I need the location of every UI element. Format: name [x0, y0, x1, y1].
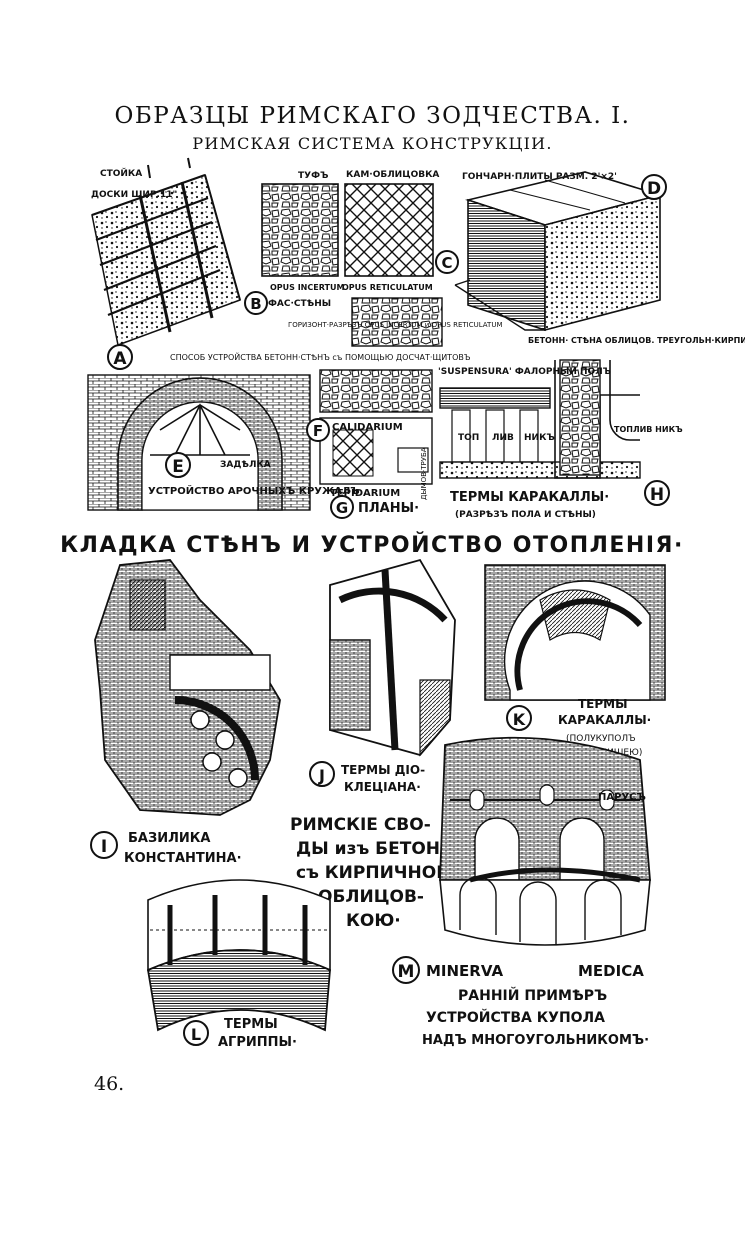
panel-a-letter: A	[113, 349, 127, 369]
panel-g-label-tepidarium: TEPIDARIUM	[330, 488, 400, 499]
panel-d-concrete-wall-drawing	[454, 171, 663, 332]
panel-f-marker	[306, 418, 330, 442]
panel-c-label-reticulatum: OPUS RETICULATUM	[342, 283, 433, 292]
panel-c-letter: C	[441, 254, 452, 272]
panel-m-label-minerva: MINERVA	[426, 962, 503, 980]
panel-l-agrippa-drawing	[146, 879, 331, 1032]
panel-fg-plans-drawing	[319, 369, 433, 485]
panel-b-label-incertum: OPUS INCERTUM	[270, 283, 344, 292]
panel-j-label-2: КЛЕЦІАНА·	[344, 780, 421, 794]
panel-m-marker	[392, 956, 420, 984]
panel-h-label-furnace-3: НИКЪ	[524, 433, 555, 443]
panel-f-label-calidarium: CALIDARIUM	[332, 422, 403, 433]
panel-m-letter: M	[398, 962, 415, 982]
panel-j-diocletian-drawing	[329, 558, 456, 757]
section-heading: КЛАДКА СТѢНЪ И УСТРОЙСТВО ОТОПЛЕНІЯ·	[60, 532, 684, 558]
panel-b-marker	[244, 291, 268, 315]
panel-g-label-plans: ПЛАНЫ·	[358, 501, 419, 516]
panel-m-label-medica: MEDICA	[578, 962, 644, 980]
panel-e-label-fill: ЗАДѢЛКА	[220, 460, 271, 470]
panel-h-label-furnace-1: ТОП	[458, 433, 479, 443]
panel-m-label-pendentive: ПАРУСЪ	[598, 792, 646, 803]
page-number: 46.	[94, 1073, 125, 1095]
center-caption-line-4: ОБЛИЦОВ-	[318, 887, 424, 907]
panel-a-label-3: СПОСОБ УСТРОЙСТВА БЕТОНН·СТѢНЪ съ ПОМОЩЬ…	[170, 351, 471, 362]
panel-a-marker	[107, 344, 133, 370]
panel-k-letter: K	[513, 710, 526, 729]
panel-g-letter: G	[336, 499, 348, 517]
page-title: ОБРАЗЦЫ РИМСКАГО ЗОДЧЕСТВА. I.	[114, 103, 631, 129]
center-caption-line-5: КОЮ·	[346, 911, 401, 931]
center-caption-line-1: РИМСКІЕ СВО-	[290, 815, 431, 835]
panel-i-label-2: КОНСТАНТИНА·	[124, 851, 242, 866]
page-subtitle: РИМСКАЯ СИСТЕМА КОНСТРУКЦІИ.	[192, 134, 553, 153]
panel-g-marker	[330, 495, 354, 519]
panel-l-marker	[183, 1020, 209, 1046]
panel-c-marker	[435, 250, 459, 274]
panel-b-letter: B	[250, 295, 261, 313]
panel-e-letter: E	[172, 457, 184, 477]
panel-b-label-facade: ФАС·СТѢНЫ	[268, 299, 331, 309]
panel-a-formwork-drawing	[91, 157, 241, 347]
panel-a-label-1: СТОЙКА	[100, 167, 142, 179]
panel-i-basilica-drawing	[94, 559, 281, 816]
center-caption-line-3: съ КИРПИЧНОЮ	[296, 863, 456, 883]
panel-k-label-2: КАРАКАЛЛЫ·	[558, 713, 651, 727]
panel-h-marker	[644, 480, 670, 506]
panel-j-marker	[309, 761, 335, 787]
panel-m-label-dome: УСТРОЙСТВА КУПОЛА	[426, 1009, 605, 1026]
panel-f-letter: F	[313, 422, 323, 440]
panel-c-label-cladding: КАМ·ОБЛИЦОВКА	[346, 170, 439, 180]
panel-h-letter: H	[650, 485, 664, 505]
panel-m-label-early: РАННІЙ ПРИМѢРЪ	[458, 987, 607, 1004]
panel-h-hypocaust-drawing	[439, 359, 641, 479]
panel-h-label-baths: ТЕРМЫ КАРАКАЛЛЫ·	[450, 490, 609, 505]
panel-j-label-1: ТЕРМЫ ДІО-	[341, 763, 425, 777]
panel-e-label-centering: УСТРОЙСТВО АРОЧНЫХЪ КРУЖАЛЪ	[148, 484, 360, 497]
panel-e-arch-centering-drawing	[87, 374, 311, 511]
panel-b-opus-incertum-drawing	[261, 183, 443, 347]
panel-k-label-1: ТЕРМЫ	[578, 697, 628, 711]
panel-d-label-tiles: ГОНЧАРН·ПЛИТЫ РАЗМ. 2'×2'	[462, 172, 617, 182]
panel-h-label-section: (РАЗРѢЗЪ ПОЛА И СТѢНЫ)	[455, 510, 596, 520]
panel-h-label-suspensura: 'SUSPENSURA' ФАЛОРНЫЙ ПОЛЪ	[438, 365, 611, 377]
panel-d-label-wall: БЕТОНН· СТѢНА ОБЛИЦОВ. ТРЕУГОЛЬН·КИРПИЧА…	[528, 336, 745, 345]
panel-a-label-2: ДОСКИ ШИР.11"	[91, 190, 177, 200]
panel-k-caracalla-drawing	[484, 564, 666, 701]
panel-b-label-section: ГОРИЗОНТ·РАЗРѢЗЪ ОРUS INCERTUM и OPUS RE…	[288, 321, 502, 329]
panel-l-label-2: АГРИППЫ·	[218, 1035, 297, 1050]
panel-m-label-polygon: НАДЪ МНОГОУГОЛЬНИКОМЪ·	[422, 1033, 649, 1048]
panel-d-letter: D	[647, 179, 661, 199]
panel-m-minerva-medica-drawing	[439, 736, 651, 946]
panel-h-label-furnace-side: ТОПЛИВ НИКЪ	[614, 425, 683, 434]
panel-i-label-1: БАЗИЛИКА	[128, 831, 210, 846]
panel-h-label-furnace-2: ЛИВ	[492, 433, 514, 443]
panel-i-marker	[90, 831, 118, 859]
panel-d-marker	[641, 174, 667, 200]
panel-l-label-1: ТЕРМЫ	[224, 1017, 278, 1032]
panel-j-letter: J	[318, 766, 325, 785]
panel-e-marker	[165, 452, 191, 478]
panel-b-label-tuff: ТУФЪ	[298, 171, 328, 181]
panel-k-label-3: (ПОЛУКУПОЛЪ	[566, 734, 636, 744]
panel-l-letter: L	[191, 1025, 201, 1044]
center-caption-line-2: ДЫ изъ БЕТОНА	[296, 839, 454, 859]
panel-k-marker	[506, 705, 532, 731]
panel-i-letter: I	[101, 837, 107, 857]
panel-g-label-flue: ДЫМОВ·ТРУБА	[420, 447, 428, 500]
